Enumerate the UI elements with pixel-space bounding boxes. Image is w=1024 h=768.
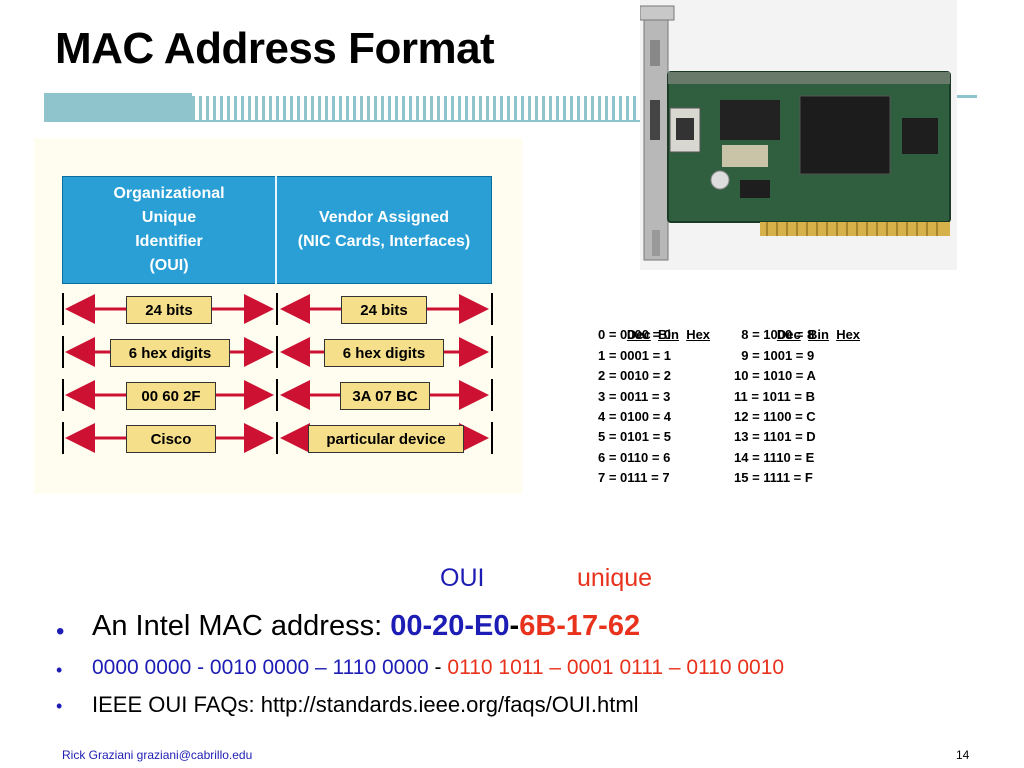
- bullet-dot-icon: •: [56, 696, 63, 716]
- table-cell-left: 7 = 0111 = 7: [598, 470, 670, 486]
- network-interface-card-icon: [640, 5, 951, 261]
- header-divider: [275, 176, 277, 284]
- table-row: 5 = 0101 = 5 13 = 1101 = D: [598, 427, 860, 447]
- oui-example-tag: 00 60 2F: [126, 382, 216, 410]
- table-row: 0 = 0000 = 0 8 = 1000 = 8: [598, 325, 860, 345]
- header-bin-2: Bin: [808, 327, 829, 343]
- vendor-example-tag: 3A 07 BC: [340, 382, 430, 410]
- mac-oui-part: 00-20-E0: [390, 610, 510, 642]
- bullet-dot-icon: •: [56, 660, 63, 680]
- mac-prefix-text: An Intel MAC address:: [92, 610, 383, 642]
- table-cell-left: 6 = 0110 = 6: [598, 449, 671, 465]
- title-band-line: [44, 120, 644, 122]
- table-cell-right: 11 = 1011 = B: [734, 388, 815, 404]
- oui-company-tag: Cisco: [126, 425, 216, 453]
- intel-mac-bullet: An Intel MAC address: 00-20-E0-6B-17-62: [92, 610, 640, 643]
- table-cell-right: 13 = 1101 = D: [734, 429, 816, 445]
- mac-vendor-part: 6B-17-62: [519, 610, 641, 642]
- oui-header-box: Organizational Unique Identifier (OUI): [62, 176, 276, 284]
- vendor-bits-tag: 24 bits: [341, 296, 427, 324]
- binary-bullet: 0000 0000 - 0010 0000 – 1110 0000 - 0110…: [92, 656, 784, 680]
- table-row: 3 = 0011 = 3 11 = 1011 = B: [598, 387, 860, 407]
- table-row: 4 = 0100 = 4 12 = 1100 = C: [598, 407, 860, 427]
- title-band-stripes: [192, 96, 640, 120]
- header-dec: Dec: [626, 327, 651, 343]
- table-cell-left: 1 = 0001 = 1: [598, 347, 672, 363]
- table-cell-left: 0 = 0000 = 0: [598, 327, 672, 343]
- table-cell-right: 15 = 1111 = F: [734, 470, 813, 486]
- oui-hex-digits-tag: 6 hex digits: [110, 339, 230, 367]
- table-cell-left: 3 = 0011 = 3: [598, 388, 671, 404]
- table-header-row: Dec Bin Hex Dec Bin Hex: [598, 305, 860, 342]
- table-cell-right: 14 = 1110 = E: [734, 449, 815, 465]
- binary-vendor-part: 0110 1011 – 0001 0111 – 0110 0010: [447, 656, 785, 679]
- dec-bin-hex-table: Dec Bin Hex Dec Bin Hex 0 = 0000 = 0 8 =…: [598, 305, 860, 489]
- header-dec-2: Dec: [776, 327, 801, 343]
- unique-label: unique: [577, 564, 653, 592]
- binary-oui-part: 0000 0000 - 0010 0000 – 1110 0000: [92, 656, 429, 679]
- table-cell-right: 8 = 1000 = 8: [734, 327, 815, 343]
- ieee-faq-bullet: IEEE OUI FAQs: http://standards.ieee.org…: [92, 692, 639, 717]
- table-row: 1 = 0001 = 1 9 = 1001 = 9: [598, 346, 860, 366]
- table-cell-left: 5 = 0101 = 5: [598, 429, 672, 445]
- page-number: 14: [956, 748, 970, 762]
- oui-bits-tag: 24 bits: [126, 296, 212, 324]
- table-row: 2 = 0010 = 2 10 = 1010 = A: [598, 366, 860, 386]
- mac-dash: -: [509, 610, 520, 642]
- oui-label: OUI: [440, 564, 485, 592]
- table-cell-left: 4 = 0100 = 4: [598, 408, 672, 424]
- table-cell-right: 9 = 1001 = 9: [734, 347, 815, 363]
- vendor-hex-digits-tag: 6 hex digits: [324, 339, 444, 367]
- header-hex-2: Hex: [836, 327, 861, 343]
- table-cell-right: 10 = 1010 = A: [734, 368, 816, 384]
- table-cell-left: 2 = 0010 = 2: [598, 368, 672, 384]
- binary-separator: -: [434, 656, 442, 679]
- table-row: 6 = 0110 = 6 14 = 1110 = E: [598, 448, 860, 468]
- header-hex: Hex: [686, 327, 711, 343]
- slide-title: MAC Address Format: [55, 24, 495, 73]
- header-bin: Bin: [658, 327, 679, 343]
- footer-author: Rick Graziani graziani@cabrillo.edu: [62, 748, 253, 762]
- vendor-header-box: Vendor Assigned (NIC Cards, Interfaces): [276, 176, 492, 284]
- table-cell-right: 12 = 1100 = C: [734, 408, 816, 424]
- vendor-device-tag: particular device: [308, 425, 464, 453]
- title-band-block: [44, 93, 192, 120]
- title-band-right-stub: [957, 95, 977, 98]
- table-row: 7 = 0111 = 7 15 = 1111 = F: [598, 468, 860, 488]
- bullet-dot-icon: •: [56, 618, 65, 645]
